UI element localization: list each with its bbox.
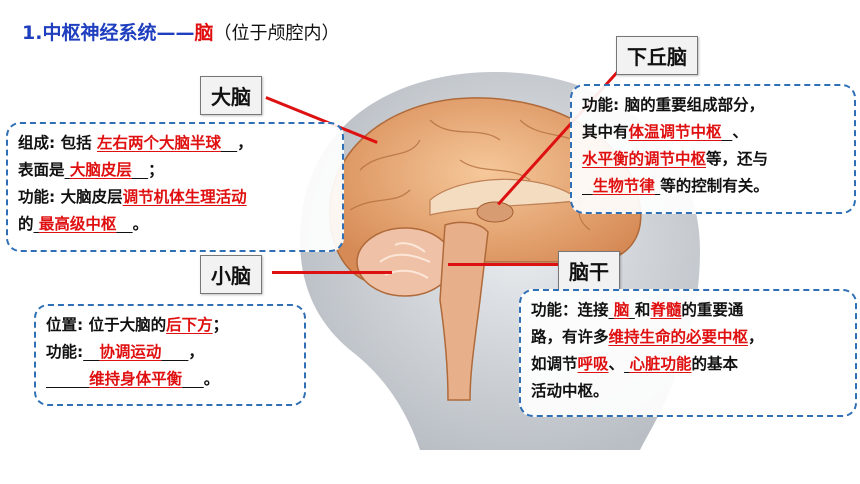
brainstem-shape xyxy=(439,221,489,401)
cerebrum-blank-2: 大脑皮层 xyxy=(69,161,132,179)
hypothalamus-blank-1: 体温调节中枢 xyxy=(628,123,722,141)
brainstem-pointer xyxy=(448,263,560,266)
title-main: 1.中枢神经系统—— xyxy=(22,22,195,44)
brainstem-info-box: 功能：连接 脑 和脊髓的重要通 路，有许多维持生命的必要中枢， 如调节呼吸、 心… xyxy=(519,289,857,417)
title-organ: 脑 xyxy=(194,22,214,44)
cerebrum-blank-3: 调节机体生理活动 xyxy=(122,188,247,206)
cerebellum-label: 小脑 xyxy=(200,255,262,294)
cerebellum-pointer xyxy=(272,271,392,274)
hypothalamus-shape xyxy=(476,201,514,223)
hypothalamus-blank-3: 生物节律 xyxy=(592,177,655,195)
hypothalamus-blank-2: 水平衡的调节中枢 xyxy=(582,150,707,168)
cerebellum-blank-2: 协调运动 xyxy=(99,343,162,361)
cerebrum-label: 大脑 xyxy=(200,76,262,115)
brainstem-label: 脑干 xyxy=(558,251,620,290)
brainstem-blank-2: 脊髓 xyxy=(650,301,682,319)
brainstem-blank-5: 心脏功能 xyxy=(629,355,692,373)
cerebrum-info-box: 组成: 包括 左右两个大脑半球 ， 表面是 大脑皮层 ； 功能: 大脑皮层调节机… xyxy=(6,122,344,252)
cerebrum-blank-1: 左右两个大脑半球 xyxy=(97,134,222,152)
page-title: 1.中枢神经系统——脑（位于颅腔内） xyxy=(22,18,339,45)
cerebellum-info-box: 位置: 位于大脑的后下方； 功能: 协调运动 ， 维持身体平衡 。 xyxy=(34,304,306,406)
brainstem-blank-3: 维持生命的必要中枢 xyxy=(608,328,749,346)
title-note: （位于颅腔内） xyxy=(213,23,340,44)
cerebellum-blank-3: 维持身体平衡 xyxy=(89,370,183,388)
cerebrum-blank-4: 最高级中枢 xyxy=(38,215,117,233)
brainstem-blank-1: 脑 xyxy=(613,301,630,319)
cerebellum-blank-1: 后下方 xyxy=(166,316,213,334)
hypothalamus-label: 下丘脑 xyxy=(616,36,698,75)
hypothalamus-info-box: 功能: 脑的重要组成部分， 其中有体温调节中枢 、 水平衡的调节中枢等，还与 生… xyxy=(570,84,856,214)
cerebellum-shape xyxy=(356,227,454,297)
brainstem-blank-4: 呼吸 xyxy=(577,355,609,373)
